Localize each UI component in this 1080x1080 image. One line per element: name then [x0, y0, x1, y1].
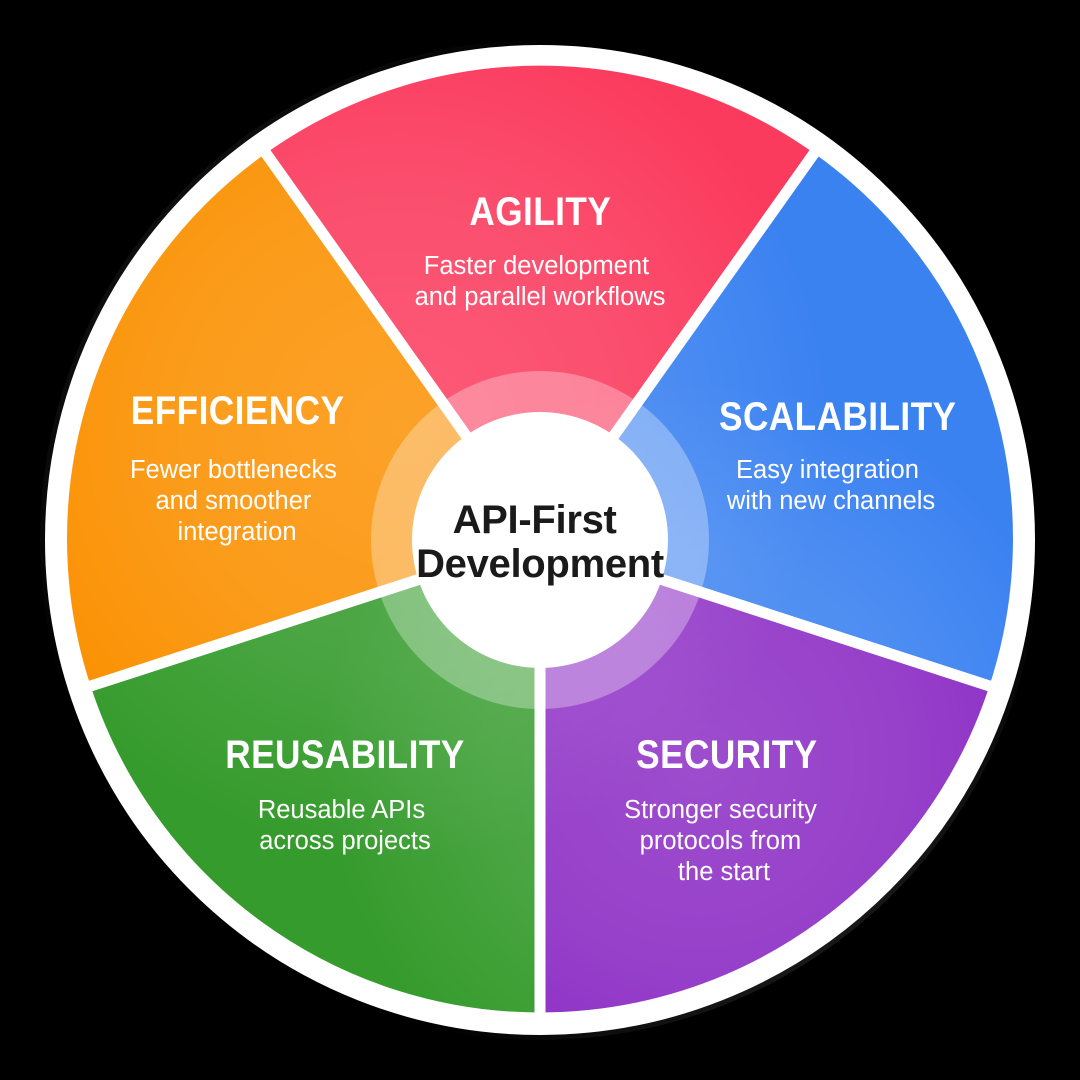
svg-text:SECURITY: SECURITY: [636, 732, 817, 777]
security-title: SECURITY: [636, 732, 817, 777]
svg-text:API-First Development: API-First Development: [416, 498, 664, 586]
hub-title-line-2: Development: [416, 542, 664, 586]
label-reusability: REUSABILITY Reusable APIs across project…: [225, 732, 464, 855]
label-security: SECURITY Stronger security protocols fro…: [624, 732, 824, 886]
svg-text:Stronger security prot: Stronger security protocols from the sta…: [624, 796, 824, 886]
svg-text:Reusable APIs across p: Reusable APIs across projects: [258, 796, 432, 855]
efficiency-title: EFFICIENCY: [131, 388, 345, 433]
security-desc-line-1: Stronger security: [624, 796, 817, 824]
reusability-title: REUSABILITY: [225, 732, 464, 777]
scalability-title: SCALABILITY: [719, 394, 956, 439]
reusability-desc-line-2: across projects: [259, 827, 430, 855]
hub-circle[interactable]: [412, 412, 668, 668]
svg-text:SCALABILITY: SCALABILITY: [719, 394, 956, 439]
label-efficiency: EFFICIENCY Fewer bottlenecks and smoothe…: [130, 388, 344, 546]
efficiency-desc-line-2: and smoother: [155, 487, 311, 515]
svg-text:REUSABILITY: REUSABILITY: [225, 732, 464, 777]
svg-text:Easy integration with: Easy integration with new channels: [726, 456, 935, 515]
reusability-desc-line-1: Reusable APIs: [258, 796, 425, 824]
svg-text:Faster development and: Faster development and parallel workflow…: [415, 252, 666, 311]
label-agility: AGILITY Faster development and parallel …: [415, 189, 666, 311]
security-desc-line-3: the start: [678, 858, 770, 886]
scalability-desc-line-1: Easy integration: [736, 456, 919, 484]
svg-text:EFFICIENCY: EFFICIENCY: [131, 388, 345, 433]
efficiency-desc-line-1: Fewer bottlenecks: [130, 456, 337, 484]
scalability-desc-line-2: with new channels: [726, 487, 935, 515]
svg-text:AGILITY: AGILITY: [469, 189, 611, 234]
security-desc-line-2: protocols from: [640, 827, 802, 855]
agility-title: AGILITY: [469, 189, 611, 234]
svg-text:Fewer bottlenecks and: Fewer bottlenecks and smoother integrati…: [130, 456, 344, 546]
label-scalability: SCALABILITY Easy integration with new ch…: [719, 394, 956, 515]
agility-desc-line-2: and parallel workflows: [415, 283, 666, 311]
hub-halo: [371, 371, 709, 709]
agility-desc-line-1: Faster development: [424, 252, 649, 280]
hub-title-line-1: API-First: [453, 498, 617, 542]
efficiency-desc-line-3: integration: [177, 518, 296, 546]
hub-label: API-First Development: [416, 498, 664, 586]
